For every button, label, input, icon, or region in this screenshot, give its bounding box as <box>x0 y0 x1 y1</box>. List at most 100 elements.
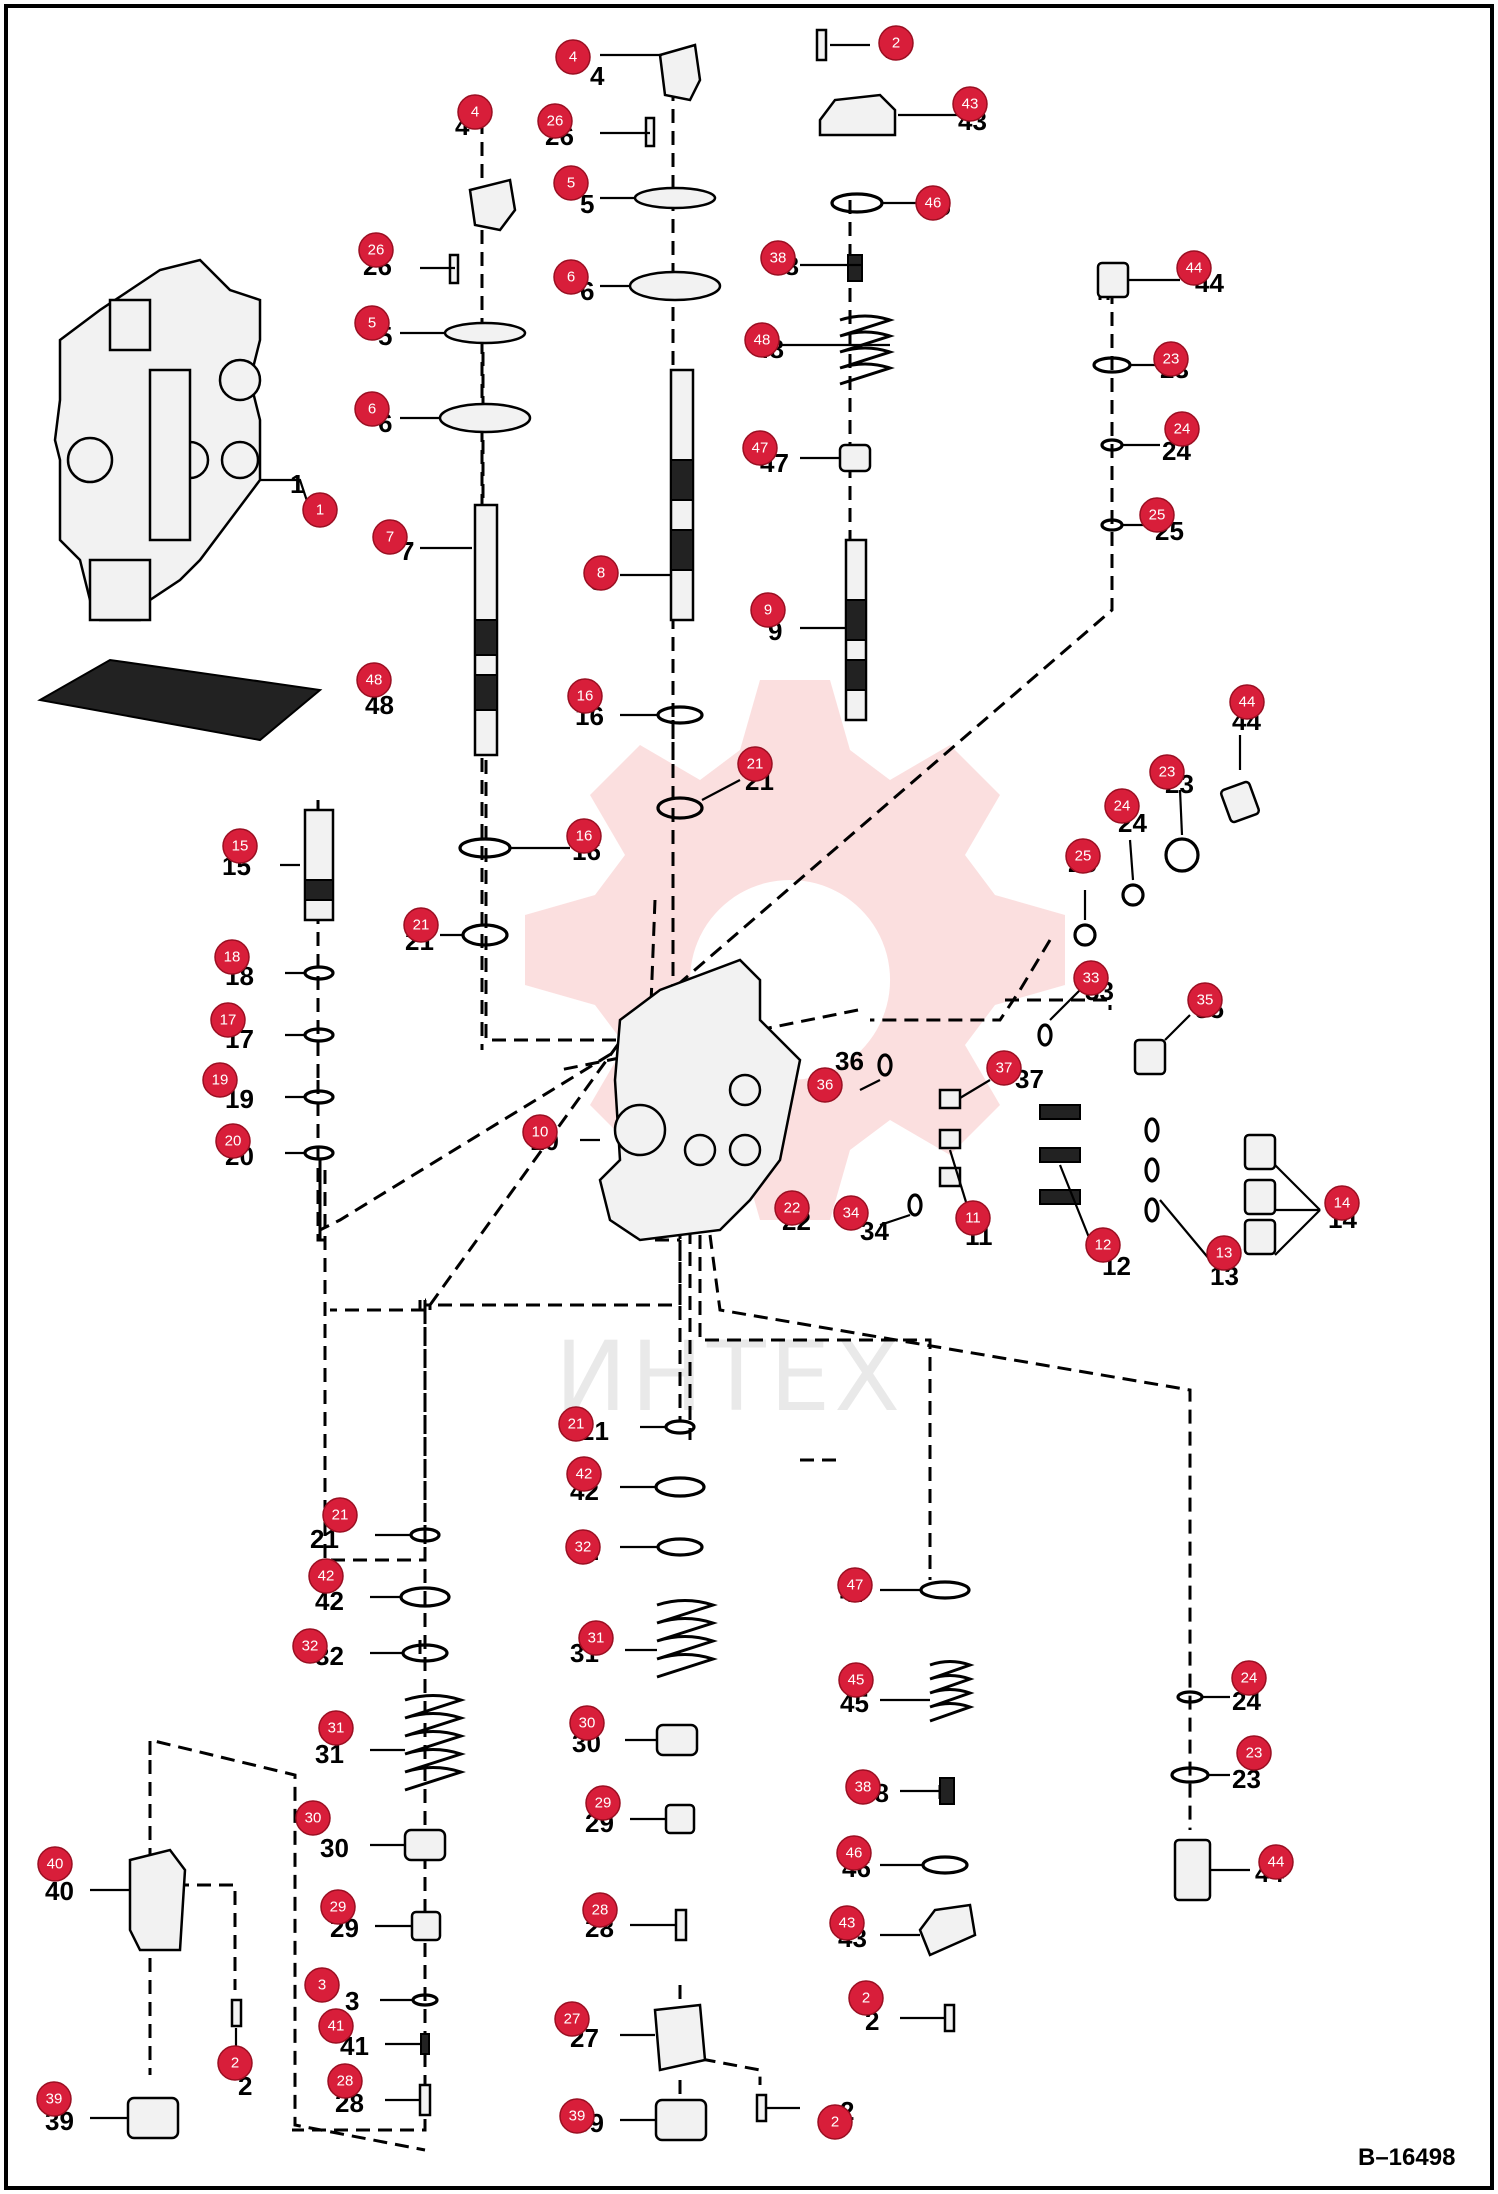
callout-badge-circle <box>555 39 591 75</box>
callout-badge-circle <box>1104 788 1140 824</box>
callout-badge-6: 6 <box>354 391 390 427</box>
cup-30-left <box>403 1828 447 1862</box>
callout-badge-40: 40 <box>37 1846 73 1882</box>
callout-badge-42: 42 <box>566 1456 602 1492</box>
callout-badge-label: 43 <box>962 96 979 113</box>
oring-23-right <box>1164 837 1200 873</box>
callout-badge-label: 16 <box>577 688 594 705</box>
callout-badge-circle <box>302 492 338 528</box>
callout-badge-label: 43 <box>839 1915 856 1932</box>
callout-badge-circle <box>358 232 394 268</box>
callout-badge-29: 29 <box>320 1889 356 1925</box>
callout-badge-3: 3 <box>304 1967 340 2003</box>
cover-43-top <box>818 93 897 137</box>
callout-badge-circle <box>737 746 773 782</box>
callout-badge-circle <box>295 1800 331 1836</box>
callout-badge-34: 34 <box>833 1195 869 1231</box>
callout-badge-label: 26 <box>547 113 564 130</box>
callout-badge-circle <box>845 1769 881 1805</box>
callout-badge-circle <box>1085 1227 1121 1263</box>
callout-badge-circle <box>217 2045 253 2081</box>
callout-badge-label: 23 <box>1246 1745 1263 1762</box>
callout-badge-label: 27 <box>564 2011 581 2028</box>
callout-badge-circle <box>1236 1735 1272 1771</box>
oring-13-b <box>1144 1157 1160 1183</box>
callout-badge-label: 30 <box>305 1810 322 1827</box>
callout-badge-1: 1 <box>302 492 338 528</box>
svg-text:4: 4 <box>590 61 605 91</box>
callout-badge-label: 2 <box>862 1990 870 2007</box>
callout-badge-circle <box>878 25 914 61</box>
plug-14-b <box>1243 1178 1277 1216</box>
callout-badge-7: 7 <box>372 519 408 555</box>
callout-badge-circle <box>583 555 619 591</box>
cap-4-top <box>658 43 702 102</box>
callout-badge-circle <box>354 391 390 427</box>
piston-11-b <box>938 1166 962 1188</box>
callout-badge-13: 13 <box>1206 1235 1242 1271</box>
callout-badge-circle <box>566 1456 602 1492</box>
callout-badge-6: 6 <box>553 259 589 295</box>
callout-badge-label: 36 <box>817 1077 834 1094</box>
callout-badge-label: 29 <box>330 1899 347 1916</box>
callout-badge-label: 44 <box>1268 1854 1285 1871</box>
screw-2-mid <box>755 2093 768 2123</box>
callout-badge-circle <box>318 2008 354 2044</box>
oring-21-mid <box>656 796 704 820</box>
washer-47-lower <box>919 1580 971 1600</box>
sleeve-39-left <box>126 2096 180 2140</box>
plate-5-top <box>633 186 717 210</box>
callout-badge-circle <box>37 1846 73 1882</box>
callout-badge-circle <box>744 322 780 358</box>
callout-badge-circle <box>327 2063 363 2099</box>
callout-badge-circle <box>522 1114 558 1150</box>
callout-badge-circle <box>582 1892 618 1928</box>
callout-badge-16: 16 <box>567 678 603 714</box>
callout-badge-label: 22 <box>784 1200 801 1217</box>
callout-badge-circle <box>1073 960 1109 996</box>
spring-48 <box>839 314 895 386</box>
callout-badge-label: 48 <box>366 672 383 689</box>
callout-badge-label: 13 <box>1216 1245 1233 1262</box>
callout-badge-30: 30 <box>295 1800 331 1836</box>
callout-badge-label: 26 <box>368 242 385 259</box>
callout-badge-14: 14 <box>1324 1185 1360 1221</box>
cap-4-left <box>468 178 517 232</box>
callout-badge-18: 18 <box>214 939 250 975</box>
callout-badge-circle <box>955 1200 991 1236</box>
callout-badge-circle <box>1229 684 1265 720</box>
callout-badge-circle <box>836 1835 872 1871</box>
callout-badge-28: 28 <box>582 1892 618 1928</box>
plug-14-c <box>1243 1218 1277 1256</box>
callout-badge-label: 21 <box>413 917 430 934</box>
piston-29-mid <box>664 1803 696 1835</box>
callout-badge-circle <box>829 1905 865 1941</box>
callout-badge-label: 44 <box>1186 260 1203 277</box>
callout-badge-label: 24 <box>1114 798 1131 815</box>
callout-badge-label: 21 <box>332 1507 349 1524</box>
callout-badge-circle <box>742 430 778 466</box>
callout-badge-27: 27 <box>554 2001 590 2037</box>
svg-text:36: 36 <box>835 1046 864 1076</box>
callout-badge-36: 36 <box>807 1067 843 1103</box>
plug-14-a <box>1243 1133 1277 1171</box>
callout-badge-label: 5 <box>368 315 376 332</box>
callout-badge-label: 6 <box>368 401 376 418</box>
callout-badge-25: 25 <box>1065 838 1101 874</box>
callout-badge-circle <box>833 1195 869 1231</box>
callout-badge-10: 10 <box>522 1114 558 1150</box>
callout-badge-24: 24 <box>1231 1660 1267 1696</box>
callout-badge-17: 17 <box>210 1002 246 1038</box>
callout-badge-33: 33 <box>1073 960 1109 996</box>
callout-badge-11: 11 <box>955 1200 991 1236</box>
callout-badge-circle <box>817 2104 853 2140</box>
part-drawings <box>37 28 1277 2142</box>
callout-badge-circle <box>559 2098 595 2134</box>
callout-badge-circle <box>1187 982 1223 1018</box>
callout-badge-circle <box>537 103 573 139</box>
screw-28-left <box>418 2083 432 2117</box>
oring-46-top <box>830 192 884 214</box>
callout-badge-12: 12 <box>1085 1227 1121 1263</box>
